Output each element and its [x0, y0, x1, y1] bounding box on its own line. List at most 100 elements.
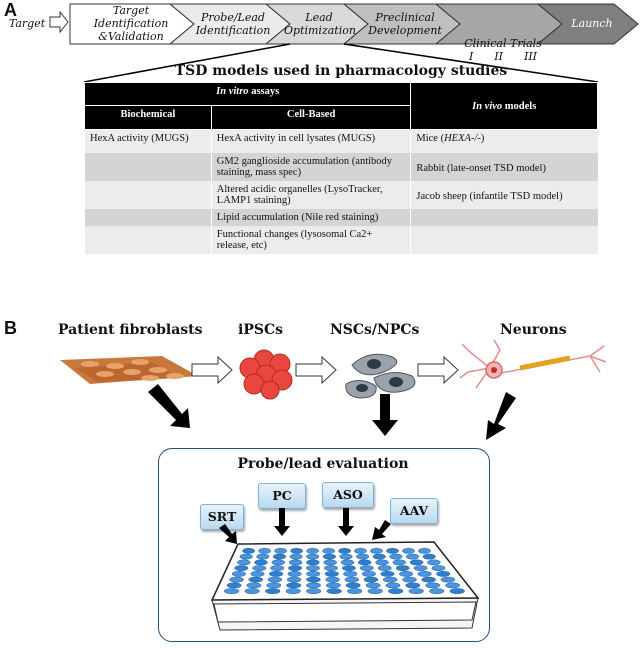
well: [323, 559, 337, 566]
stage-nscs-label: NSCs/NPCs: [330, 322, 420, 338]
table-cell: Jacob sheep (infantile TSD model): [410, 180, 598, 209]
well: [356, 553, 370, 560]
neuron-image: [459, 339, 607, 389]
well: [425, 582, 441, 589]
ipscs-image: [239, 349, 293, 400]
well: [239, 553, 253, 560]
well: [370, 548, 383, 554]
well: [242, 548, 255, 554]
tag-aav: AAV: [390, 498, 438, 524]
well: [244, 588, 260, 594]
well: [266, 582, 282, 589]
well: [341, 565, 356, 571]
well: [363, 576, 379, 583]
well: [256, 553, 270, 560]
biochemical-header: Biochemical: [84, 105, 212, 130]
well: [271, 559, 286, 566]
well: [409, 559, 424, 566]
well: [340, 559, 355, 566]
stage-neurons-label: Neurons: [500, 322, 567, 338]
well: [286, 582, 302, 589]
tag-pc: PC: [258, 483, 306, 509]
well: [306, 548, 319, 554]
well: [322, 553, 336, 560]
well: [229, 576, 244, 583]
table-title: TSD models used in pharmacology studies: [174, 63, 508, 79]
table-cell: [84, 208, 212, 226]
well: [344, 576, 360, 583]
well: [402, 576, 417, 583]
well: [427, 559, 441, 566]
well: [269, 571, 284, 577]
well: [365, 582, 381, 589]
well: [382, 576, 398, 583]
treatment-arrows: [219, 508, 391, 544]
stage-ipscs-label: iPSCs: [238, 322, 283, 338]
table-cell: Functional changes (lysosomal Ca2+ relea…: [210, 225, 411, 254]
table-cell: [84, 225, 212, 254]
table-cell: [410, 225, 598, 254]
well: [324, 565, 338, 571]
table-cell: [410, 208, 598, 226]
table-cell: [84, 180, 212, 209]
hollow-arrow-3: [417, 355, 459, 385]
well: [417, 571, 432, 577]
well: [449, 588, 465, 594]
well: [431, 565, 446, 571]
well: [405, 582, 421, 589]
well: [347, 588, 363, 594]
table-cell: GM2 ganglioside accumulation (antibody s…: [210, 152, 411, 181]
well: [422, 553, 436, 560]
table-cell: Mice (HEXA-/-): [410, 129, 598, 153]
well: [392, 559, 407, 566]
well: [395, 565, 410, 571]
tsd-models-table: In vitro assays In vivo models Biochemic…: [83, 82, 598, 254]
eval-title: Probe/lead evaluation: [237, 456, 409, 472]
well: [306, 588, 322, 594]
well: [375, 559, 389, 566]
well: [324, 571, 339, 577]
well: [250, 571, 265, 577]
well: [429, 588, 445, 594]
pipeline-arrows: [49, 3, 639, 45]
well: [286, 576, 302, 583]
table-cell: [84, 152, 212, 181]
well: [445, 582, 461, 589]
well: [270, 565, 285, 571]
well: [288, 565, 303, 571]
well: [234, 565, 249, 571]
well: [338, 548, 351, 554]
well: [306, 576, 321, 583]
well: [306, 553, 320, 560]
target-small-arrow: [49, 10, 69, 34]
table-row: Lipid accumulation (Nile red staining): [84, 208, 598, 226]
well: [372, 553, 386, 560]
well: [326, 588, 342, 594]
well: [237, 559, 251, 566]
well: [408, 588, 424, 594]
pipeline-start-label: Target: [8, 17, 46, 30]
well: [367, 588, 383, 594]
well: [246, 582, 262, 589]
hollow-arrow-1: [191, 355, 233, 385]
well: [359, 565, 374, 571]
well: [306, 582, 321, 589]
panel-a-letter: A: [4, 0, 17, 20]
table-row: GM2 ganglioside accumulation (antibody s…: [84, 152, 598, 181]
table-row: Altered acidic organelles (LysoTracker, …: [84, 180, 598, 209]
well: [343, 571, 358, 577]
well: [274, 548, 287, 554]
well: [325, 576, 340, 583]
stage-fibroblasts-label: Patient fibroblasts: [58, 322, 203, 338]
stage-chevron-6: [536, 3, 639, 45]
well: [339, 553, 353, 560]
hollow-arrow-2: [295, 355, 337, 385]
well: [252, 565, 267, 571]
tag-aso: ASO: [322, 482, 374, 508]
well: [399, 571, 414, 577]
well: [272, 553, 287, 560]
black-arrows: [148, 384, 516, 440]
